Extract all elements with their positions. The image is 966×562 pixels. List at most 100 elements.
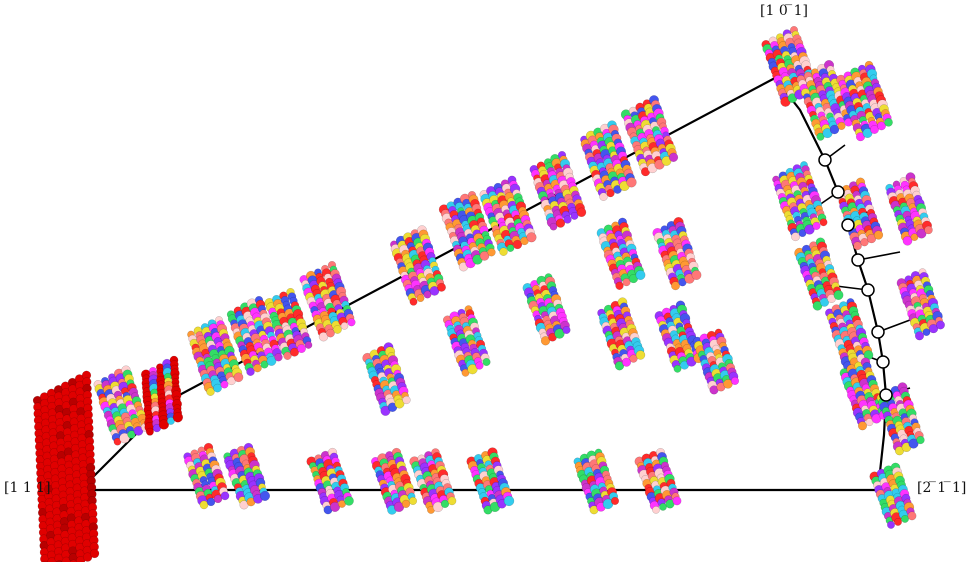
atom (213, 383, 222, 393)
atom (290, 347, 299, 357)
atom-cluster-bottom-4 (371, 447, 418, 515)
atom (829, 124, 840, 135)
atom (673, 364, 682, 373)
atom (266, 355, 277, 366)
atom (576, 207, 587, 218)
atom (865, 418, 874, 427)
atom-cluster-row1-3 (187, 316, 244, 396)
atom (503, 495, 515, 507)
node-layer (818, 153, 893, 402)
phase-node (861, 283, 875, 297)
atom (333, 325, 342, 334)
atom (259, 490, 271, 501)
atom (916, 435, 925, 445)
atom (447, 496, 457, 506)
atom (672, 496, 682, 506)
atom (629, 354, 638, 363)
atom (437, 282, 446, 292)
atom (928, 323, 939, 334)
atom (512, 239, 523, 250)
atom (860, 238, 869, 247)
atom-cluster-bottom-7 (573, 448, 620, 515)
atom (894, 517, 902, 526)
atom (668, 152, 679, 162)
atom-cluster-top-1 (761, 26, 818, 107)
atom (723, 379, 733, 389)
atom (901, 514, 909, 523)
atom (554, 328, 565, 339)
atom (610, 496, 620, 505)
atom-cluster-mid-7 (654, 300, 704, 373)
atom (402, 395, 411, 405)
atom (862, 128, 873, 139)
atom-cluster-bottom-6 (466, 447, 515, 515)
atom (916, 228, 927, 239)
atom-cluster-bottom-9 (692, 328, 740, 395)
atom (347, 318, 356, 327)
atom-cluster-row1-8 (438, 190, 496, 272)
phase-node (818, 153, 832, 167)
atom (89, 548, 100, 559)
atom (199, 500, 209, 510)
atom (227, 376, 236, 386)
atom (233, 372, 244, 383)
atom (877, 121, 886, 131)
atom (691, 270, 702, 280)
atom-cluster-right-4 (794, 237, 844, 311)
atom-cluster-mid-4 (596, 217, 646, 290)
atom (606, 188, 615, 198)
atom-cluster-row1-5 (264, 287, 313, 360)
cluster-layer (32, 26, 945, 562)
atom (475, 361, 484, 370)
atom-cluster-row1-4 (226, 295, 283, 376)
atom (635, 350, 646, 360)
atom (119, 432, 130, 444)
atom-cluster-top-2 (796, 60, 853, 141)
atom-cluster-row1-6 (299, 260, 356, 342)
atom (206, 497, 216, 507)
atom (487, 248, 496, 257)
atom (599, 192, 608, 201)
atom (416, 294, 425, 303)
phase-node (841, 218, 855, 232)
atom (401, 499, 411, 509)
atom (816, 132, 825, 141)
atom (884, 117, 893, 127)
atom (145, 427, 154, 436)
atom (506, 244, 515, 252)
corner-label-2-1-1: [2 ̅ 1 ̅ 1] (917, 480, 966, 496)
atom (570, 211, 579, 220)
phase-node (879, 388, 893, 402)
atom-cluster-right-7 (839, 357, 889, 431)
atom (423, 290, 432, 299)
atom (804, 224, 815, 235)
atom (615, 281, 624, 290)
phase-node (851, 253, 865, 267)
atom (220, 491, 230, 501)
atom-cluster-bottom-5 (409, 448, 457, 514)
atom (614, 361, 625, 371)
atom (540, 336, 551, 346)
atom-cluster-bottom-8 (634, 447, 682, 514)
atom (908, 438, 919, 449)
atom-cluster-row1-red (140, 355, 184, 436)
atom (819, 218, 828, 227)
atom (910, 233, 919, 242)
atom-cluster-top-3 (836, 60, 893, 142)
atom (158, 419, 170, 430)
atom-cluster-mid-5 (597, 297, 646, 371)
atom (853, 241, 862, 251)
atom-cluster-mid-1 (362, 342, 411, 416)
atom-cluster-right-5 (825, 298, 874, 371)
atom-cluster-row1-1 (93, 365, 151, 446)
atom (133, 426, 144, 436)
atom (394, 398, 405, 409)
atom (914, 331, 925, 341)
atom (297, 344, 306, 354)
atom (621, 357, 632, 367)
atom (409, 297, 418, 306)
edge-layer (79, 77, 911, 492)
atom (318, 331, 329, 342)
atom (924, 225, 933, 235)
atom (652, 506, 660, 514)
